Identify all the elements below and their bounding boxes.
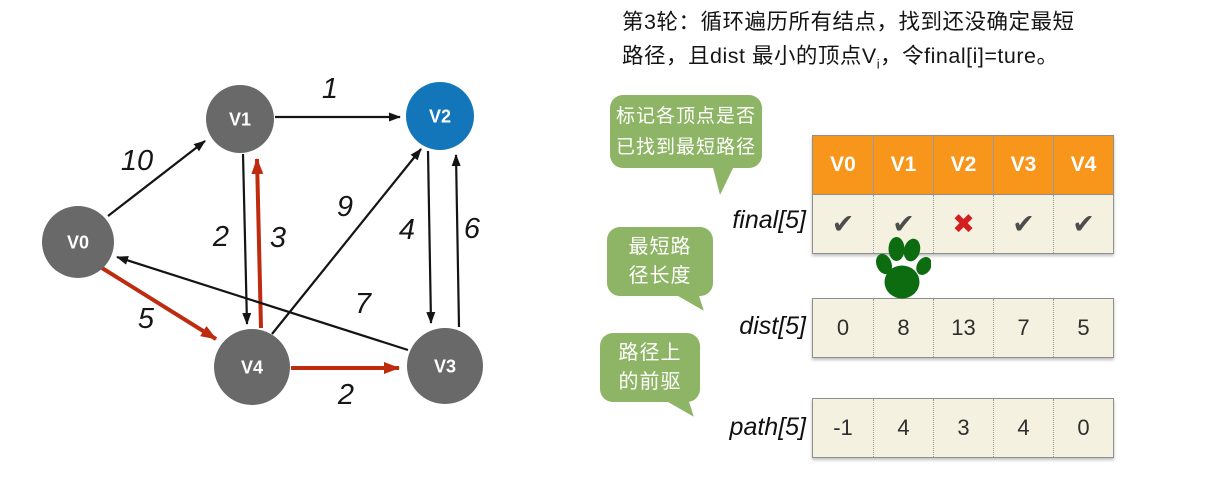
graph-edge xyxy=(251,158,264,329)
graph-node-label-V1: V1 xyxy=(229,109,251,129)
path-value-cell: -1 xyxy=(813,399,873,457)
dist-value-cell: 0 xyxy=(813,299,873,357)
vertex-header-cell: V2 xyxy=(933,136,993,194)
path-value-cell: 3 xyxy=(933,399,993,457)
dist-value-cell: 13 xyxy=(933,299,993,357)
graph-node-label-V4: V4 xyxy=(241,357,263,377)
graph-edge xyxy=(271,148,422,335)
callout-dist: 最短路 径长度 xyxy=(607,227,713,296)
final-value-cell: ✖ xyxy=(933,195,993,253)
callout-path-line2: 的前驱 xyxy=(618,370,682,393)
edge-weight-label: 2 xyxy=(337,379,354,411)
graph-edge xyxy=(426,150,436,324)
callout-final-line2: 已找到最短路径 xyxy=(615,136,756,158)
graph-node-label-V0: V0 xyxy=(67,232,89,252)
graph-edge xyxy=(116,255,409,352)
path-value-cell: 4 xyxy=(873,399,933,457)
final-value-cell: ✔ xyxy=(813,195,873,253)
edge-weight-label: 9 xyxy=(337,191,353,223)
final-table-value-row: ✔✔✖✔✔ xyxy=(813,195,1113,253)
graph-node-V3 xyxy=(407,328,483,404)
edge-weight-label: 1 xyxy=(322,73,338,105)
edge-weight-label: 7 xyxy=(355,288,373,320)
graph-node-V1 xyxy=(206,85,274,153)
round-description-line2: 路径，且dist 最小的顶点Vi，令final[i]=ture。 xyxy=(622,43,1059,71)
graph-edge xyxy=(107,140,206,217)
callout-final: 标记各顶点是否 已找到最短路径 xyxy=(610,95,762,168)
path-value-cell: 4 xyxy=(993,399,1053,457)
vertex-header-cell: V4 xyxy=(1053,136,1113,194)
paw-print-icon xyxy=(876,237,931,299)
graph-edge xyxy=(241,153,252,325)
vertex-header-cell: V0 xyxy=(813,136,873,194)
edge-weight-label: 3 xyxy=(270,222,286,254)
edge-weight-label: 10 xyxy=(121,145,153,177)
graph-node-V0 xyxy=(42,206,114,278)
vertex-header-cell: V1 xyxy=(873,136,933,194)
path-value-cell: 0 xyxy=(1053,399,1113,457)
round-description-line1: 第3轮：循环遍历所有结点，找到还没确定最短 xyxy=(622,10,1075,34)
edge-weight-label: 6 xyxy=(464,213,481,245)
final-value-cell: ✔ xyxy=(873,195,933,253)
graph-node-V4 xyxy=(214,329,290,405)
graph-edges: 10 1 2 3 9 4 6 7 5 2 xyxy=(100,73,481,411)
dist-array-label: dist[5] xyxy=(739,312,806,340)
callout-final-tail xyxy=(712,164,735,195)
vertex-header-cell: V3 xyxy=(993,136,1053,194)
callout-dist-line2: 径长度 xyxy=(628,264,692,287)
callout-dist-line1: 最短路 xyxy=(628,235,692,258)
graph-edge xyxy=(451,154,461,328)
path-array-label: path[5] xyxy=(729,413,806,441)
round-description: 第3轮：循环遍历所有结点，找到还没确定最短 路径，且dist 最小的顶点Vi，令… xyxy=(622,6,1197,80)
callout-final-line1: 标记各顶点是否 xyxy=(615,105,756,127)
final-array-label: final[5] xyxy=(732,206,806,234)
callout-path: 路径上 的前驱 xyxy=(600,333,700,402)
final-value-cell: ✔ xyxy=(993,195,1053,253)
graph-edge xyxy=(100,266,218,341)
final-value-cell: ✔ xyxy=(1053,195,1113,253)
dist-value-cell: 8 xyxy=(873,299,933,357)
callout-path-line1: 路径上 xyxy=(618,341,682,364)
edge-weight-label: 5 xyxy=(138,303,155,335)
graph-node-label-V2: V2 xyxy=(429,106,451,126)
edge-weight-label: 4 xyxy=(399,214,415,246)
graph-node-label-V3: V3 xyxy=(434,356,456,376)
dist-value-cell: 7 xyxy=(993,299,1053,357)
edge-weight-label: 2 xyxy=(212,221,229,253)
graph-node-V2 xyxy=(406,82,474,150)
dist-value-cell: 5 xyxy=(1053,299,1113,357)
